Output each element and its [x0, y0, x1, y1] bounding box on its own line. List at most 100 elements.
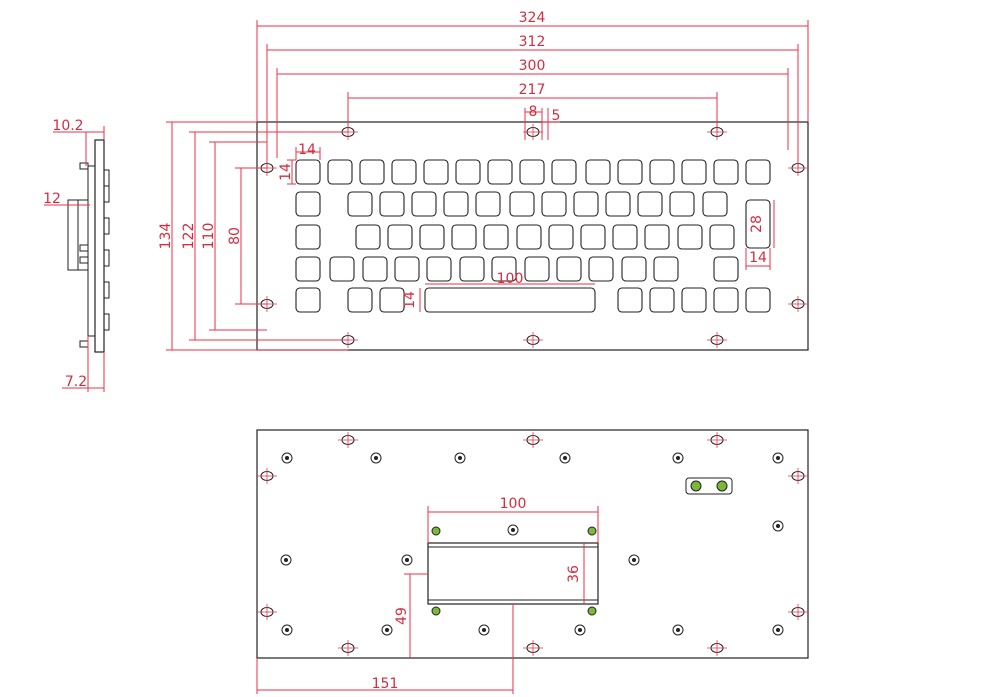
key: [426, 256, 452, 282]
dim-slot-width: 8: [529, 104, 538, 120]
key: [347, 287, 373, 313]
key: [391, 159, 417, 185]
key: [649, 159, 675, 185]
dim-total-depth: 10.2: [52, 118, 83, 134]
key: [295, 224, 321, 250]
key: [295, 159, 321, 185]
key: [355, 224, 381, 250]
key: [524, 256, 550, 282]
key: [637, 191, 663, 217]
front-panel-outline: [256, 121, 809, 351]
key: [709, 224, 735, 250]
dim-cutout-width: 100: [500, 496, 527, 512]
key: [681, 159, 707, 185]
side-key-profile: [103, 249, 110, 267]
side-studs: [79, 162, 110, 348]
connector-pad-left: [690, 480, 702, 492]
dim-cutout-offset-x: 151: [372, 676, 399, 692]
rear-dimensions: 100 36 49 151: [256, 496, 599, 694]
dim-cutout-offset-y: 49: [394, 607, 410, 625]
key: [551, 159, 577, 185]
cutout-corner-bl: [431, 606, 441, 616]
dim-plate-depth: 7.2: [65, 374, 87, 390]
stud: [79, 244, 89, 252]
side-key-profile: [103, 185, 110, 203]
key: [745, 287, 771, 313]
key: [295, 287, 321, 313]
dim-hole-span-inner: 300: [519, 58, 546, 74]
key: [379, 287, 405, 313]
dim-hole-span-v-inner: 110: [201, 223, 217, 250]
keys-group: [295, 159, 771, 313]
key: [617, 159, 643, 185]
key: [713, 287, 739, 313]
key: [362, 256, 388, 282]
key: [455, 159, 481, 185]
cutout-corner-br: [587, 606, 597, 616]
key: [423, 159, 449, 185]
dim-spacebar-height: 14: [402, 291, 418, 309]
enter-key: [745, 199, 771, 249]
connector-block: [685, 477, 733, 495]
key: [649, 287, 675, 313]
key: [475, 191, 501, 217]
dim-hole-span-v-outer: 122: [181, 223, 197, 250]
key: [516, 224, 542, 250]
dim-overall-height: 134: [158, 223, 174, 250]
side-key-profile: [103, 281, 110, 299]
key: [713, 159, 739, 185]
dim-enter-width: 14: [749, 250, 767, 266]
key: [556, 256, 582, 282]
key: [394, 256, 420, 282]
rear-panel-outline: [256, 429, 809, 659]
key: [379, 191, 405, 217]
key: [483, 224, 509, 250]
rear-view: [256, 429, 809, 659]
key: [677, 224, 703, 250]
cutout-corner-tl: [431, 526, 441, 536]
key: [519, 159, 545, 185]
key: [459, 256, 485, 282]
key: [295, 256, 321, 282]
key: [327, 159, 353, 185]
key: [713, 256, 739, 282]
key: [681, 287, 707, 313]
key: [644, 224, 670, 250]
side-key-profile: [103, 169, 110, 187]
key: [669, 191, 695, 217]
key: [295, 191, 321, 217]
spacebar: [424, 287, 596, 313]
mounting-holes-rear: [257, 432, 808, 656]
dim-key-height: 14: [278, 163, 294, 181]
front-view: [256, 121, 809, 351]
key: [605, 191, 631, 217]
connector-pad-right: [716, 480, 728, 492]
dim-connector-height: 12: [43, 191, 61, 207]
front-dimensions: 324 312 300 217 8 5 134 122: [158, 10, 809, 351]
key: [451, 224, 477, 250]
key: [548, 224, 574, 250]
key: [612, 224, 638, 250]
key: [573, 191, 599, 217]
key: [653, 256, 679, 282]
stud: [79, 256, 89, 264]
side-key-profile: [103, 217, 110, 235]
key: [702, 191, 728, 217]
dim-spacebar-width: 100: [497, 271, 524, 287]
side-view: 10.2 12 7.2: [43, 118, 110, 392]
dim-top-hole-span: 217: [519, 82, 546, 98]
dim-cutout-height: 36: [566, 565, 582, 583]
cutout-corner-tr: [587, 526, 597, 536]
key: [617, 287, 643, 313]
dim-key-area-height: 80: [227, 227, 243, 245]
key: [329, 256, 355, 282]
key: [387, 224, 413, 250]
key: [487, 159, 513, 185]
key: [419, 224, 445, 250]
key: [585, 159, 611, 185]
dim-enter-height: 28: [749, 215, 765, 233]
key: [443, 191, 469, 217]
rear-nuts: [280, 452, 784, 636]
key: [621, 256, 647, 282]
